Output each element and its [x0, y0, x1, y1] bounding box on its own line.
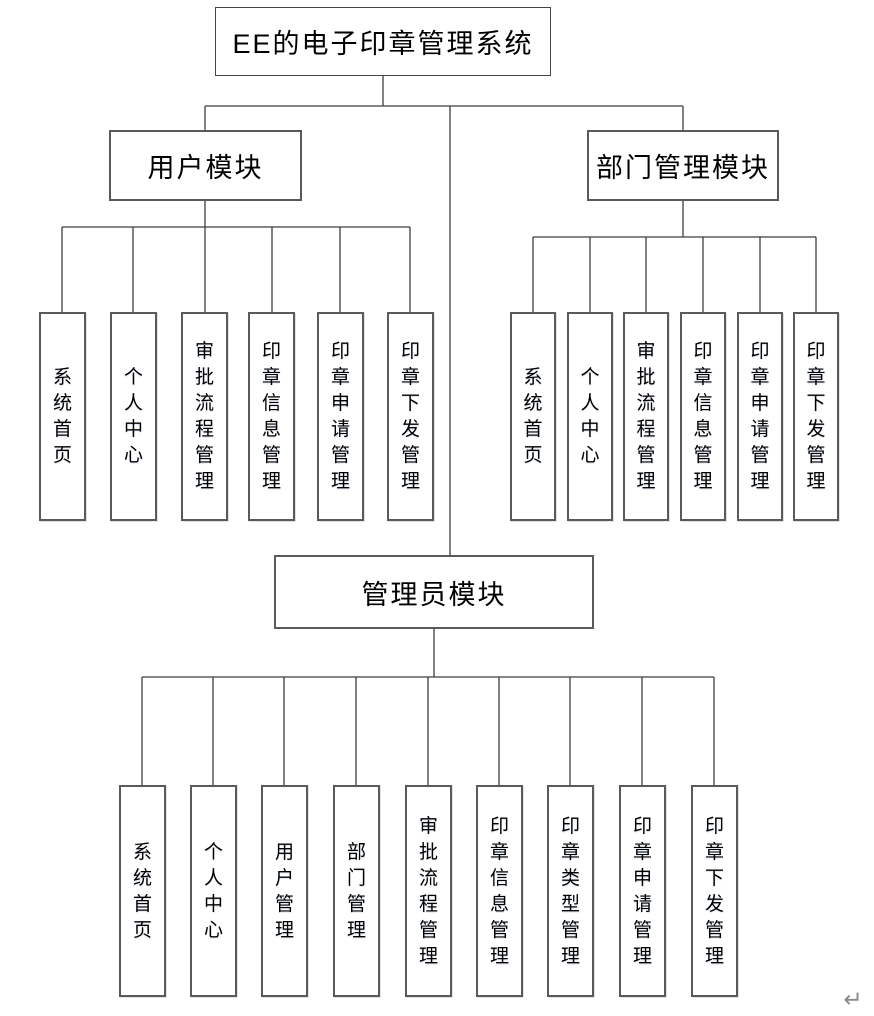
- leaf-node-label: 系统首页: [52, 367, 72, 466]
- leaf-node-label: 审批流程管理: [418, 815, 438, 967]
- root-node: EE的电子印章管理系统: [215, 7, 551, 76]
- leaf-node-label: 用户管理: [274, 841, 294, 941]
- leaf-node: 印章下发管理: [793, 312, 839, 521]
- leaf-node-label: 系统首页: [132, 841, 152, 941]
- leaf-node: 个人中心: [110, 312, 157, 521]
- leaf-node: 印章信息管理: [476, 785, 523, 997]
- leaf-node: 用户管理: [261, 785, 308, 997]
- module-node-label: 管理员模块: [361, 579, 507, 610]
- module-node-user: 用户模块: [109, 130, 302, 201]
- module-node-admin: 管理员模块: [274, 555, 594, 629]
- leaf-node: 部门管理: [333, 785, 380, 997]
- leaf-node-label: 印章下发管理: [704, 815, 724, 967]
- leaf-node: 印章信息管理: [248, 312, 295, 521]
- leaf-node-label: 审批流程管理: [194, 341, 214, 492]
- leaf-node: 系统首页: [39, 312, 86, 521]
- leaf-node: 个人中心: [190, 785, 237, 997]
- leaf-node: 印章信息管理: [680, 312, 726, 521]
- leaf-node: 印章下发管理: [691, 785, 738, 997]
- module-node-dept: 部门管理模块: [587, 130, 779, 201]
- leaf-node-label: 印章信息管理: [489, 815, 509, 967]
- leaf-node-label: 印章下发管理: [806, 341, 826, 492]
- leaf-node-label: 个人中心: [123, 367, 143, 466]
- root-node-label: EE的电子印章管理系统: [232, 29, 534, 59]
- return-mark-icon: ↵: [843, 986, 863, 1012]
- leaf-node-label: 印章信息管理: [693, 341, 713, 492]
- leaf-node: 印章类型管理: [547, 785, 594, 997]
- leaf-node-label: 个人中心: [580, 367, 600, 466]
- leaf-node-label: 个人中心: [203, 841, 223, 941]
- leaf-node-label: 印章申请管理: [330, 341, 350, 492]
- leaf-node-label: 印章类型管理: [560, 815, 580, 967]
- leaf-node-label: 印章申请管理: [750, 341, 770, 492]
- leaf-node: 系统首页: [510, 312, 556, 521]
- leaf-node-label: 印章申请管理: [632, 815, 652, 967]
- leaf-node: 印章下发管理: [387, 312, 434, 521]
- leaf-node: 系统首页: [119, 785, 166, 997]
- leaf-node: 个人中心: [567, 312, 613, 521]
- leaf-node-label: 系统首页: [523, 367, 543, 466]
- leaf-node: 审批流程管理: [181, 312, 228, 521]
- module-node-label: 部门管理模块: [596, 153, 770, 183]
- leaf-node-label: 审批流程管理: [636, 341, 656, 492]
- leaf-node-label: 印章下发管理: [400, 341, 420, 492]
- leaf-node-label: 部门管理: [346, 841, 366, 941]
- leaf-node: 印章申请管理: [317, 312, 364, 521]
- leaf-node-label: 印章信息管理: [261, 341, 281, 492]
- leaf-node: 印章申请管理: [737, 312, 783, 521]
- leaf-node: 印章申请管理: [619, 785, 666, 997]
- leaf-node: 审批流程管理: [405, 785, 452, 997]
- module-node-label: 用户模块: [147, 153, 264, 183]
- leaf-node: 审批流程管理: [623, 312, 669, 521]
